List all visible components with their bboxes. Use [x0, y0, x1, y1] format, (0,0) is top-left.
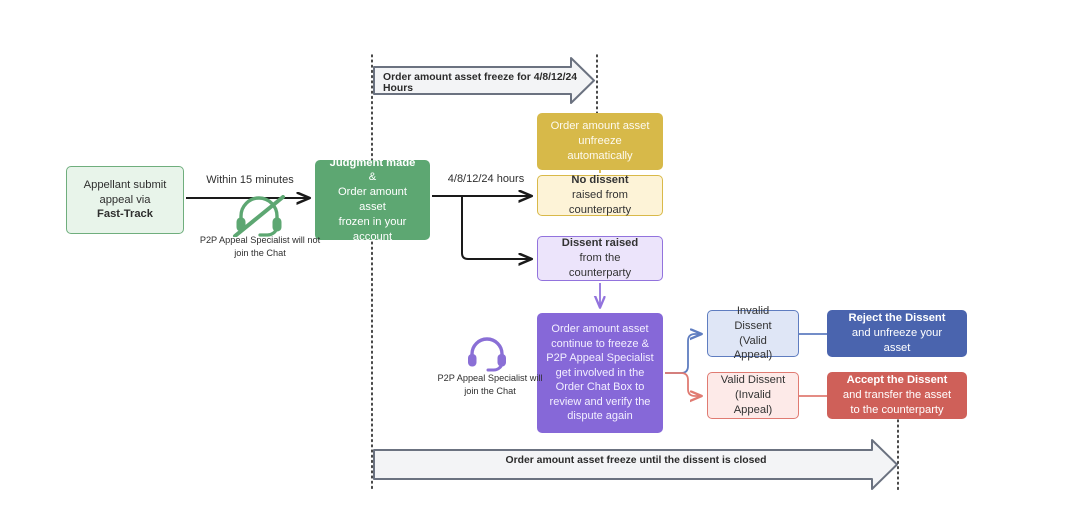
specialist-text: Order amount asset continue to freeze & … [546, 323, 654, 423]
valid-line1: Valid Dissent [720, 374, 786, 387]
reject-bold: Reject the Dissent [848, 312, 946, 325]
headset-slash-icon [233, 195, 285, 237]
caption-specialist-will-join: P2P Appeal Specialist will join the Chat [437, 373, 543, 396]
accept-bold: Accept the Dissent [846, 374, 948, 387]
caption-specialist-not-join: P2P Appeal Specialist will not join the … [199, 235, 321, 258]
node-valid-dissent[interactable]: Valid Dissent (Invalid Appeal) [707, 372, 799, 419]
node-judgment-made[interactable]: Judgment made & Order amount asset froze… [315, 156, 430, 243]
judgment-line3: Order amount asset [337, 186, 408, 213]
judgment-line2: & [368, 171, 377, 184]
edge-specialist-valid [665, 372, 701, 396]
nodissent-rest: raised from counterparty [568, 189, 632, 216]
judgment-line4: frozen in your account [338, 215, 407, 243]
judgment-line1: Judgment made [329, 156, 416, 169]
band-top-label: Order amount asset freeze for 4/8/12/24 … [383, 72, 578, 94]
node-invalid-dissent[interactable]: Invalid Dissent (Valid Appeal) [707, 305, 799, 361]
nodissent-bold: No dissent [571, 174, 629, 187]
appellant-bold: Fast-Track [97, 208, 153, 221]
headset-icon [468, 337, 506, 372]
edge-judgment-dissent [461, 196, 531, 259]
valid-line2: (Invalid Appeal) [733, 389, 773, 416]
node-accept-dissent[interactable]: Accept the Dissent and transfer the asse… [827, 372, 967, 419]
edge-label-4-8-12-24-hours: 4/8/12/24 hours [447, 173, 525, 185]
node-no-dissent[interactable]: No dissent raised from counterparty [537, 174, 663, 216]
node-asset-unfreeze[interactable]: Order amount asset unfreeze automaticall… [537, 113, 663, 170]
appellant-text: Appellant submit appeal via [83, 178, 167, 206]
node-appellant-submit[interactable]: Appellant submit appeal via Fast-Track [66, 166, 184, 234]
unfreeze-line2: unfreeze automatically [567, 135, 633, 162]
band-bottom-label: Order amount asset freeze until the diss… [505, 455, 767, 466]
invalid-line2: (Valid Appeal) [733, 334, 773, 362]
edge-specialist-invalid [665, 334, 701, 374]
accept-rest: and transfer the asset to the counterpar… [842, 389, 952, 416]
unfreeze-line1: Order amount asset [550, 120, 650, 133]
dissent-bold: Dissent raised [561, 237, 639, 250]
dissent-rest: from the counterparty [568, 252, 632, 279]
edge-label-within-15-minutes: Within 15 minutes [206, 174, 294, 186]
node-specialist-review[interactable]: Order amount asset continue to freeze & … [537, 313, 663, 433]
node-reject-dissent[interactable]: Reject the Dissent and unfreeze your ass… [827, 310, 967, 357]
node-dissent-raised[interactable]: Dissent raised from the counterparty [537, 236, 663, 281]
reject-rest: and unfreeze your asset [851, 327, 943, 354]
invalid-line1: Invalid Dissent [734, 304, 772, 332]
